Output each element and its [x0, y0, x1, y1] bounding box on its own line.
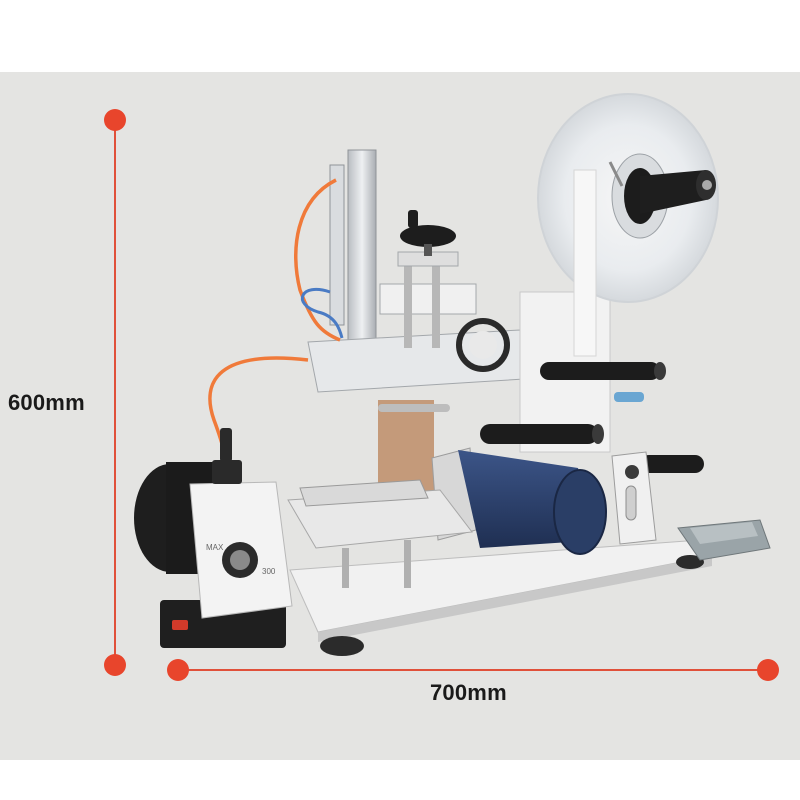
lead-screw [432, 258, 440, 348]
base-plate [289, 539, 713, 633]
vacuum-pump-gauge-face [230, 550, 250, 570]
air-nozzle [614, 392, 644, 402]
label-strip [573, 169, 597, 357]
guide-ring-inner [469, 331, 497, 359]
air-tube [294, 178, 341, 342]
roller-middle-end [592, 424, 604, 444]
dimension-dot-bottom-left [104, 654, 126, 676]
reel-arm [608, 161, 624, 187]
base-foot [676, 555, 704, 569]
base-plate-edge [318, 556, 712, 642]
cylinder-bar [329, 164, 345, 326]
handwheel [400, 225, 456, 247]
product-tray-guide [299, 479, 429, 507]
motor-end-cap [553, 469, 607, 555]
foot-pedal-top [690, 522, 758, 544]
dimension-dot-top [104, 109, 126, 131]
vacuum-pump-valve-handle [220, 428, 232, 462]
height-dimension-label: 600mm [8, 390, 85, 415]
sensor-knob [625, 465, 639, 479]
vacuum-pump-base [160, 600, 286, 648]
guide-ring [456, 318, 510, 372]
dimension-dot-width-start [167, 659, 189, 681]
roller-lower [640, 455, 704, 473]
pump-label-max: MAX [206, 543, 224, 552]
base-foot [320, 636, 364, 656]
roller-upper [540, 362, 660, 380]
tray-post [342, 548, 349, 588]
roller-middle [480, 424, 598, 444]
vacuum-pump-valve [212, 460, 242, 484]
roller-upper-end [654, 362, 666, 380]
air-tube-blue [300, 287, 344, 339]
vacuum-pump-red-cap [172, 620, 188, 630]
column-slide-rail [347, 149, 377, 346]
width-dimension-label: 700mm [430, 680, 507, 705]
guide-shaft [378, 404, 450, 412]
handwheel-knob [408, 210, 418, 228]
tray-post [404, 540, 411, 588]
reel-spindle [640, 170, 706, 214]
handwheel-shaft [424, 244, 432, 256]
lead-screw [404, 258, 412, 348]
reel-spindle-bolt [702, 180, 712, 190]
pump-label-300: 300 [262, 567, 276, 576]
lift-block [379, 283, 477, 315]
dimension-dot-width-end [757, 659, 779, 681]
sensor-slot [625, 485, 637, 521]
